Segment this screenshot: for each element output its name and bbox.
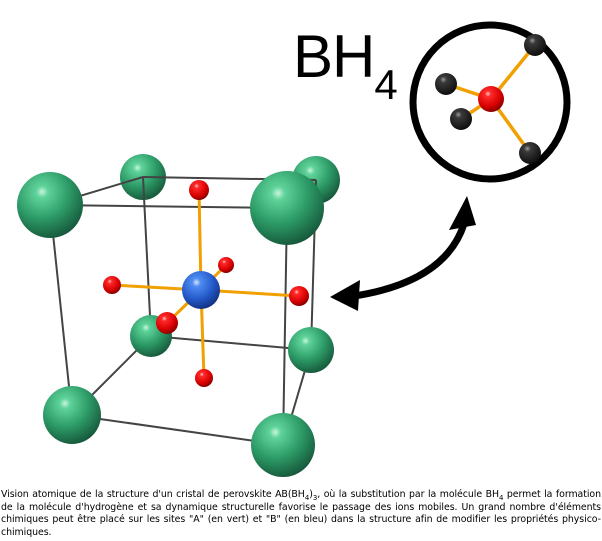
bh4-anion <box>156 312 178 334</box>
bh4-anion <box>195 369 213 387</box>
hydrogen-atom <box>435 73 457 95</box>
bh4-anion <box>218 257 234 273</box>
site-a-atom <box>250 171 324 245</box>
bh4-formula-label: BH4 <box>293 23 398 108</box>
site-a-atom <box>251 413 315 477</box>
hydrogen-atom <box>450 108 472 130</box>
hydrogen-atom <box>524 34 546 56</box>
hydrogen-atom <box>519 142 541 164</box>
double-arrow-icon <box>330 196 476 311</box>
perovskite-structure-diagram <box>17 21 571 477</box>
bh4-anion <box>103 276 121 294</box>
site-a-atom <box>17 172 83 238</box>
figure-caption: Vision atomique de la structure d'un cri… <box>1 489 601 538</box>
site-a-atom <box>288 327 334 373</box>
bh4-molecule-inset <box>409 21 571 183</box>
site-b-atom <box>182 271 220 309</box>
boron-atom <box>478 86 504 112</box>
site-a-atom <box>43 386 101 444</box>
bh4-anion <box>289 286 309 306</box>
bh4-anion <box>189 180 209 200</box>
